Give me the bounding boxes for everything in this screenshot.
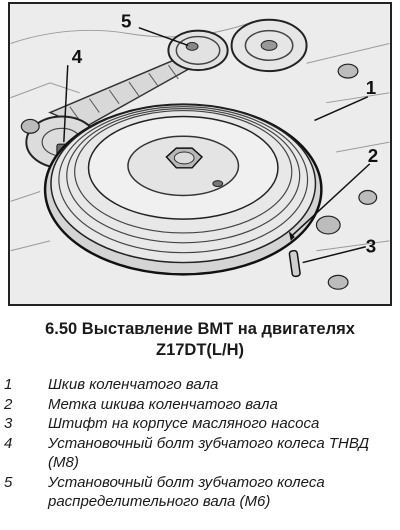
legend-item: 5 Установочный болт зубчатого колеса рас… (4, 473, 396, 512)
pulley-mark (288, 230, 295, 241)
caption-line-1: 6.50 Выставление ВМТ на двигателях (45, 320, 355, 338)
legend-item: 2 Метка шкива коленчатого вала (4, 395, 396, 415)
legend-item: 3 Штифт на корпусе масляного насоса (4, 414, 396, 434)
leader-lines (63, 26, 371, 264)
camshaft-sprocket (167, 29, 229, 72)
callout-1: 1 (366, 77, 376, 98)
legend-item-text: Штифт на корпусе масляного насоса (48, 415, 320, 432)
camshaft-bolt-m6 (185, 41, 199, 51)
legend-item: 4 Установочный болт зубчатого колеса ТНВ… (4, 434, 396, 473)
legend-item-number: 5 (4, 473, 13, 491)
legend-item-number: 4 (4, 434, 13, 452)
callout-4: 4 (72, 46, 83, 67)
callout-3: 3 (366, 236, 376, 257)
legend-item: 1 Шкив коленчатого вала (4, 375, 396, 395)
callout-2: 2 (368, 145, 378, 166)
legend-list: 1 Шкив коленчатого вала 2 Метка шкива ко… (4, 375, 396, 512)
figure-caption: 6.50 Выставление ВМТ на двигателях Z17DT… (0, 319, 400, 361)
caption-line-2: Z17DT(L/H) (156, 341, 244, 359)
legend-item-text: Установочный болт зубчатого колеса распр… (48, 473, 325, 511)
crankshaft-pulley (43, 103, 323, 276)
engine-drawing: 5 4 1 2 3 (10, 4, 390, 304)
callout-5: 5 (121, 11, 131, 32)
legend-item-number: 2 (4, 395, 13, 413)
legend-item-text: Метка шкива коленчатого вала (48, 395, 278, 413)
legend-item-number: 1 (4, 376, 13, 393)
engine-illustration: 5 4 1 2 3 (8, 2, 392, 306)
legend-item-number: 3 (4, 415, 13, 432)
legend-item-text: Установочный болт зубчатого колеса ТНВД … (48, 434, 370, 472)
water-pump-pulley (230, 18, 308, 73)
block-bolts (20, 63, 378, 290)
oil-pump-pin (288, 249, 301, 278)
legend-item-text: Шкив коленчатого вала (48, 376, 219, 393)
